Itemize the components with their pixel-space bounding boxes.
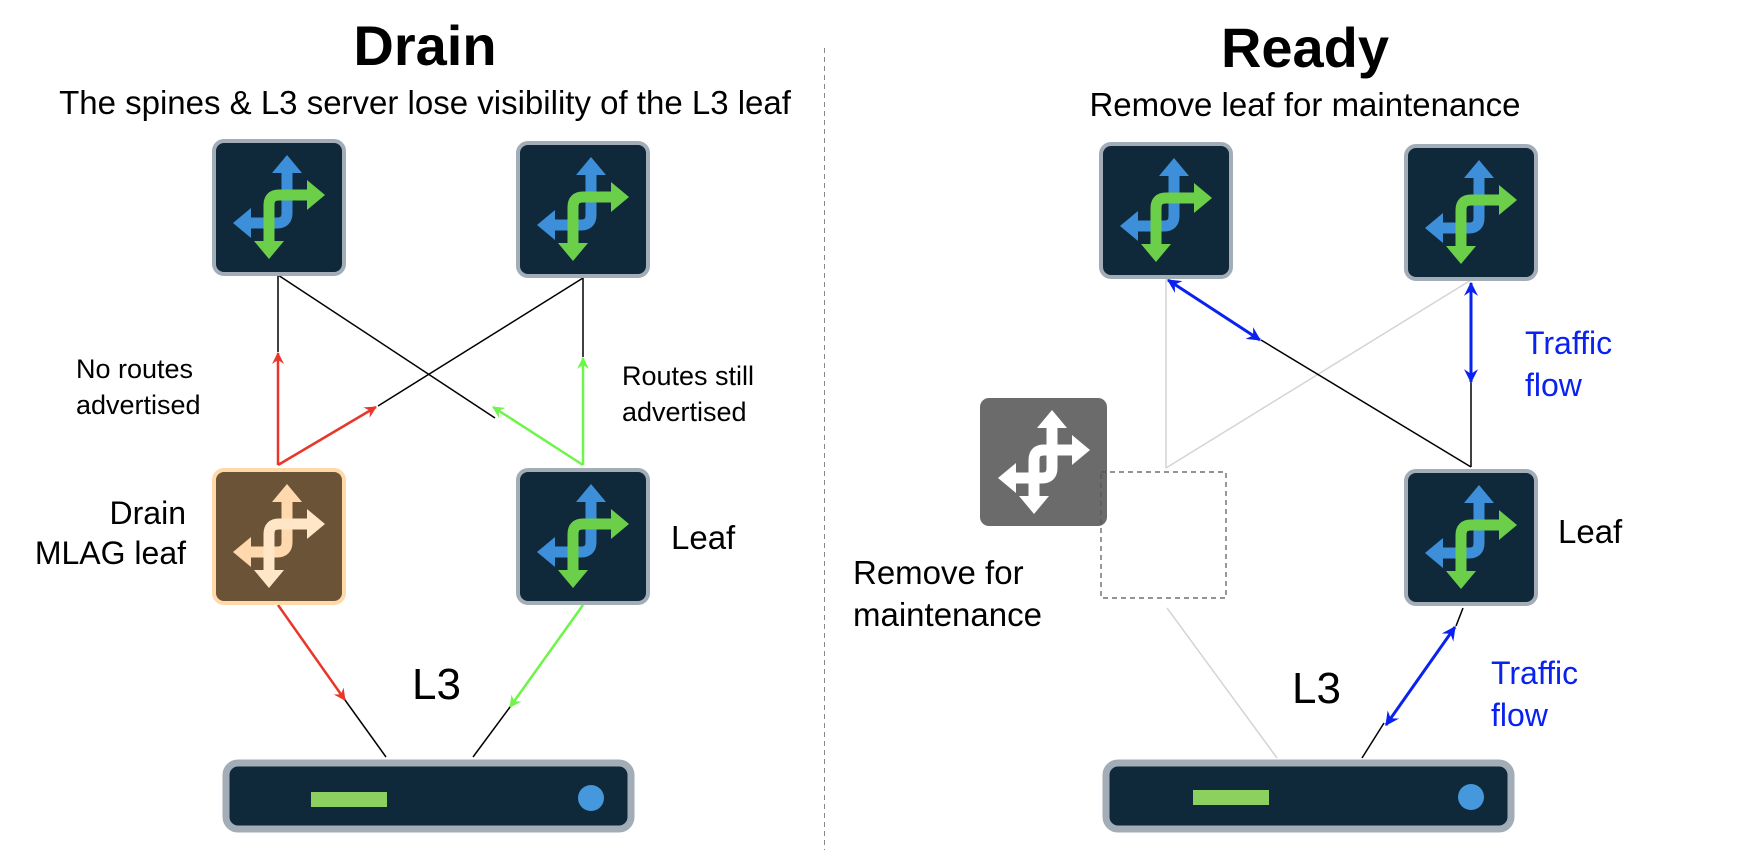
red-arrow-diag	[277, 405, 377, 467]
traffic-arrow-server	[1384, 626, 1457, 726]
link-leaf-server	[472, 706, 511, 758]
drain-mlag-leaf-label: Drain MLAG leaf	[14, 493, 186, 573]
routes-still-label: Routes still advertised	[622, 358, 754, 430]
leaf-right[interactable]	[1404, 469, 1538, 606]
green-arrow-down	[508, 604, 585, 708]
traffic-arrow-spine1	[1167, 278, 1261, 342]
link-leaf-stub	[1455, 607, 1464, 627]
drain-label-line-2: MLAG leaf	[34, 535, 186, 571]
l3-label-left: L3	[412, 660, 461, 709]
traffic-top-line-1: Traffic	[1525, 325, 1613, 361]
leaf-label-left: Leaf	[671, 519, 736, 556]
drain-label-line-1: Drain	[109, 495, 186, 531]
traffic-flow-label-top: Traffic flow	[1525, 322, 1612, 406]
drain-mlag-leaf[interactable]	[212, 468, 346, 605]
spine-left-2[interactable]	[516, 141, 650, 278]
drain-title: Drain	[353, 14, 497, 77]
remove-for-maintenance-label: Remove for maintenance	[853, 552, 1042, 636]
spine-left-1[interactable]	[212, 139, 346, 276]
link-spine2-drain	[377, 277, 584, 407]
server-bar-icon	[311, 792, 387, 807]
spine-right-1[interactable]	[1099, 142, 1233, 279]
removed-leaf-placeholder	[1100, 471, 1227, 599]
right-links	[1165, 278, 1478, 759]
remove-line-2: maintenance	[853, 596, 1042, 633]
leaf-label-right: Leaf	[1558, 513, 1623, 550]
server-left[interactable]	[222, 759, 635, 833]
faded-link-server	[1166, 607, 1278, 759]
traffic-top-line-2: flow	[1525, 367, 1582, 403]
no-routes-line-2: advertised	[76, 390, 201, 420]
link-spine1-leaf	[277, 274, 496, 419]
ready-subtitle: Remove leaf for maintenance	[1089, 86, 1521, 123]
drain-subtitle: The spines & L3 server lose visibility o…	[59, 84, 791, 121]
server-right[interactable]	[1102, 759, 1515, 833]
link-spine1-leaf-right	[1260, 339, 1472, 468]
ready-title: Ready	[1220, 16, 1390, 79]
server-dot-icon	[1458, 784, 1484, 810]
link-leaf-server-right	[1361, 722, 1385, 759]
leaf-left[interactable]	[516, 468, 650, 605]
l3-label-right: L3	[1292, 664, 1341, 713]
no-routes-line-1: No routes	[76, 354, 194, 384]
link-drain-server	[344, 699, 387, 758]
spine-right-2[interactable]	[1404, 144, 1538, 281]
traffic-bottom-line-2: flow	[1491, 697, 1548, 733]
routes-still-line-1: Routes still	[622, 361, 755, 391]
traffic-bottom-line-1: Traffic	[1491, 655, 1579, 691]
green-arrow-diag	[492, 405, 584, 467]
server-bar-icon	[1193, 790, 1269, 805]
left-links	[272, 274, 589, 758]
no-routes-label: No routes advertised	[76, 351, 201, 423]
routes-still-line-2: advertised	[622, 397, 747, 427]
removed-leaf[interactable]	[980, 398, 1107, 526]
server-dot-icon	[578, 785, 604, 811]
remove-line-1: Remove for	[853, 554, 1024, 591]
traffic-flow-label-bottom: Traffic flow	[1491, 652, 1578, 736]
red-arrow-down	[276, 604, 347, 701]
